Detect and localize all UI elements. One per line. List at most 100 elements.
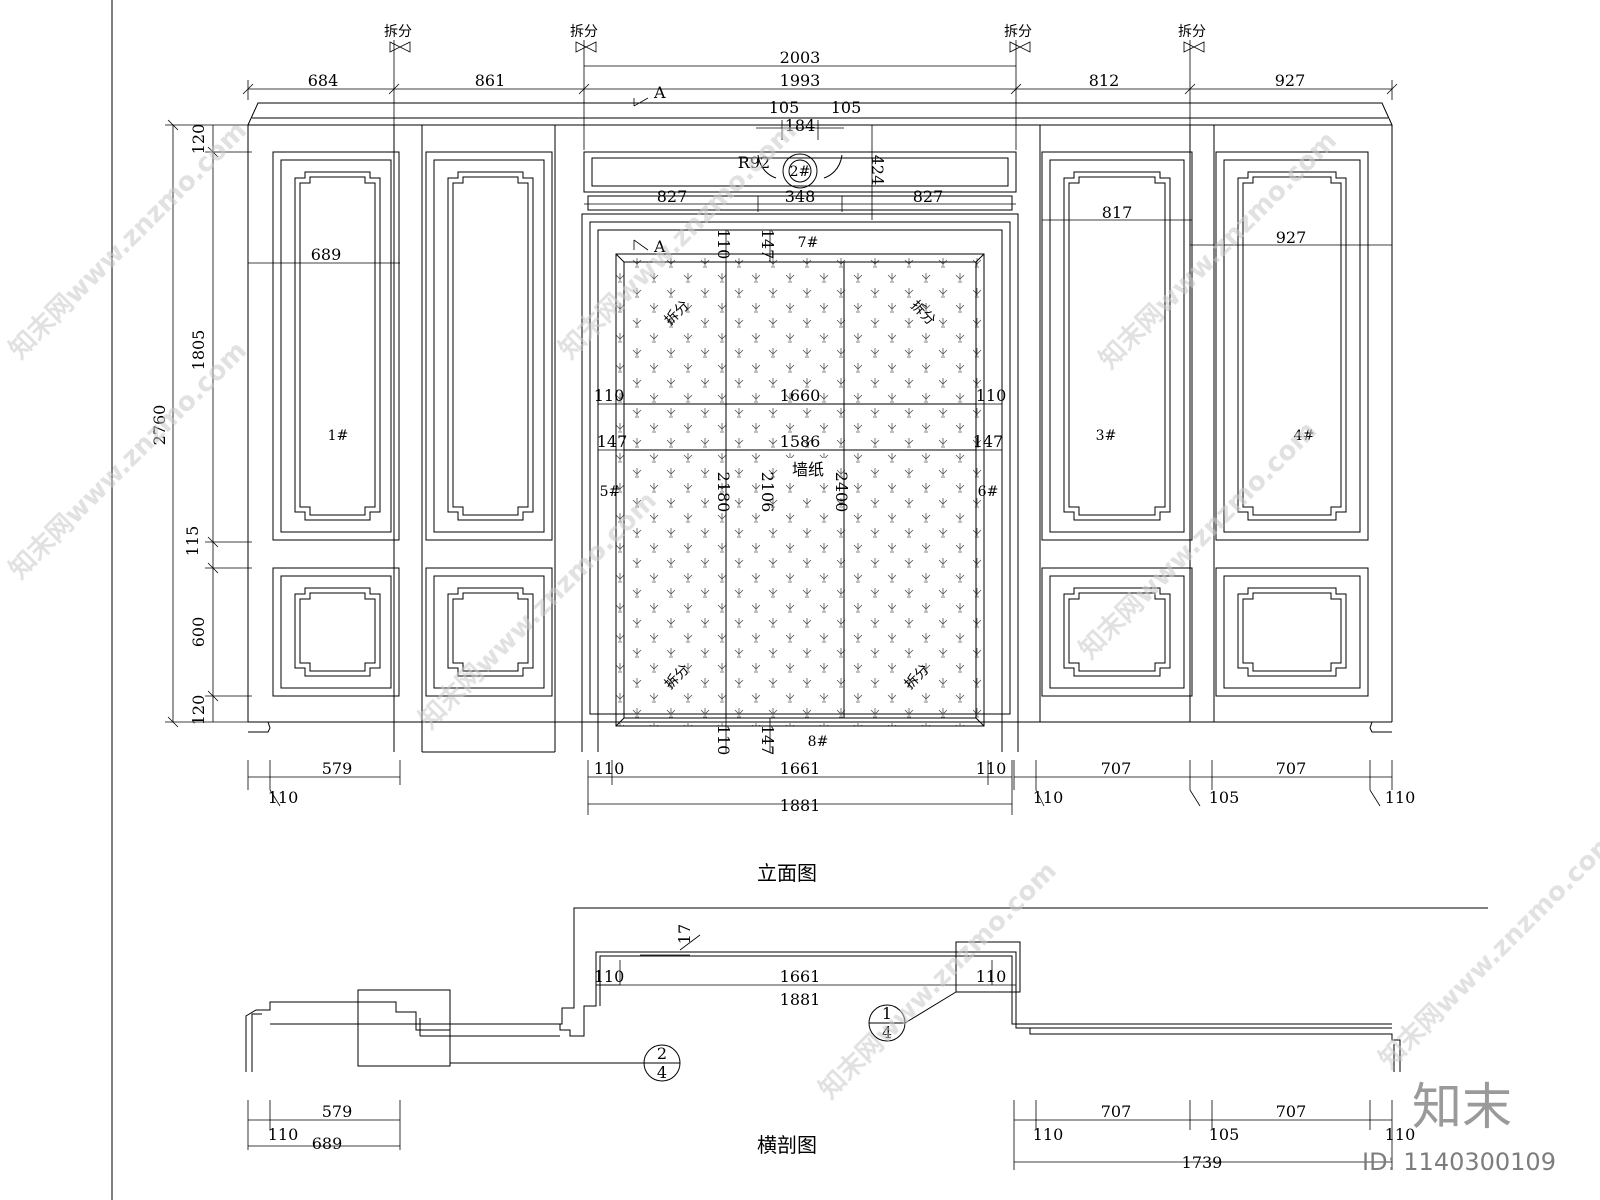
dim-147-left: 147: [597, 432, 628, 451]
dim-1661: 1661: [780, 759, 821, 778]
dim-110-right: 110: [976, 386, 1007, 405]
inner-dimensions: 689 817 927 110 147 110 1660 110 147 158…: [311, 203, 1307, 755]
dim-110-b: 110: [594, 759, 625, 778]
sec-dim-110-c: 110: [268, 1125, 299, 1144]
svg-text:拆分: 拆分: [384, 24, 412, 40]
watermark-5: 知末网www.znzmo.com: [1094, 126, 1343, 375]
dim-1586: 1586: [780, 432, 821, 451]
sec-dim-1739: 1739: [1182, 1153, 1223, 1172]
svg-text:拆分: 拆分: [1178, 24, 1206, 40]
sec-dim-110-e: 110: [1385, 1125, 1416, 1144]
dim-110-d: 110: [1033, 788, 1064, 807]
dim-684: 684: [308, 71, 339, 90]
dim-110-left: 110: [594, 386, 625, 405]
dim-817: 817: [1102, 203, 1133, 222]
dim-812: 812: [1089, 71, 1120, 90]
section-dimension-lines: [247, 934, 1393, 1170]
sec-dim-1881: 1881: [780, 990, 821, 1009]
sec-dim-110-a: 110: [594, 967, 625, 986]
dim-827-right: 827: [913, 187, 944, 206]
dim-1660: 1660: [780, 386, 821, 405]
dim-110-a: 110: [268, 788, 299, 807]
watermark-2: 知末网www.znzmo.com: [4, 336, 253, 585]
dim-147-bottom: 147: [758, 725, 777, 756]
dim-1881: 1881: [780, 796, 821, 815]
dim-861: 861: [475, 71, 506, 90]
dim-827-left: 827: [657, 187, 688, 206]
watermark-8: 知末网www.znzmo.com: [1374, 826, 1600, 1075]
section-mark-a-top: A: [653, 83, 666, 102]
dim-1805: 1805: [189, 330, 208, 371]
dim-348: 348: [785, 187, 816, 206]
dim-2180: 2180: [714, 472, 733, 513]
dim-2760: 2760: [150, 405, 169, 446]
dim-600: 600: [189, 617, 208, 648]
section-dimensions: 17 110 1661 110 1881 1 4 2 4 579 110 689…: [268, 924, 1416, 1172]
callout-2-bottom: 4: [657, 1063, 667, 1082]
sec-dim-110-b: 110: [976, 967, 1007, 986]
split-marker-3: 拆分: [1004, 24, 1032, 53]
sec-dim-105: 105: [1209, 1125, 1240, 1144]
dim-927: 927: [1275, 71, 1306, 90]
panel-6-label: 6#: [978, 484, 999, 500]
sec-dim-707-a: 707: [1101, 1102, 1132, 1121]
dim-689: 689: [311, 245, 342, 264]
dim-2003: 2003: [780, 48, 821, 67]
bottom-dimensions: 579 110 110 1661 110 1881 110 707 105 70…: [268, 759, 1416, 815]
split-marker-1: 拆分: [384, 24, 412, 53]
panel-4-label: 4#: [1294, 428, 1315, 444]
dim-2106: 2106: [758, 472, 777, 513]
wallpaper-label: 墙纸: [792, 460, 824, 479]
panel-3-label: 3#: [1096, 428, 1117, 444]
watermark-1: 知末网www.znzmo.com: [4, 116, 253, 365]
panel-8-label: 8#: [808, 734, 829, 750]
dim-110-c: 110: [976, 759, 1007, 778]
dim-110-top: 110: [714, 229, 733, 260]
dim-105-right: 105: [831, 98, 862, 117]
dim-707-b: 707: [1276, 759, 1307, 778]
sec-dim-1661: 1661: [780, 967, 821, 986]
elevation-dimension-lines: [165, 40, 1398, 815]
section-mark-a-bottom: A: [653, 237, 666, 256]
dim-424: 424: [868, 155, 887, 186]
dim-105-left: 105: [769, 98, 800, 117]
split-marker-2: 拆分: [570, 24, 598, 53]
sec-dim-17: 17: [675, 924, 694, 944]
dim-2400: 2400: [832, 472, 851, 513]
dim-147-right: 147: [973, 432, 1004, 451]
svg-text:拆分: 拆分: [570, 24, 598, 40]
ref-2: 2#: [790, 164, 811, 180]
dim-579: 579: [322, 759, 353, 778]
dim-184: 184: [785, 116, 816, 135]
section-title: 横剖图: [757, 1133, 817, 1157]
id-label: ID: 1140300109: [1362, 1148, 1556, 1176]
dim-105: 105: [1209, 788, 1240, 807]
dim-120-bottom: 120: [189, 695, 208, 726]
callout-1-bottom: 4: [882, 1023, 892, 1042]
section-geometry: [245, 907, 1488, 1082]
watermark-7: 知末网www.znzmo.com: [814, 856, 1063, 1105]
panel-1-label: 1#: [328, 428, 349, 444]
dim-1993: 1993: [780, 71, 821, 90]
elevation-geometry: [247, 102, 1393, 753]
dim-r92: R92: [738, 153, 770, 172]
sec-dim-689: 689: [312, 1134, 343, 1153]
sec-dim-707-b: 707: [1276, 1102, 1307, 1121]
dim-927-right: 927: [1276, 228, 1307, 247]
sec-dim-110-d: 110: [1033, 1125, 1064, 1144]
dim-120-top: 120: [189, 124, 208, 155]
dim-707-a: 707: [1101, 759, 1132, 778]
top-dimensions: 2003 1993 684 861 812 927 A 105 105 184 …: [308, 48, 1306, 256]
panel-5-label: 5#: [600, 484, 621, 500]
callout-1-top: 1: [882, 1004, 892, 1023]
dim-110-e: 110: [1385, 788, 1416, 807]
brand-logo: 知末: [1412, 1078, 1512, 1136]
dim-147-top: 147: [758, 229, 777, 260]
sec-dim-579: 579: [322, 1102, 353, 1121]
elevation-title: 立面图: [757, 861, 817, 885]
dim-110-bottom: 110: [714, 725, 733, 756]
split-marker-4: 拆分: [1178, 24, 1206, 53]
svg-text:拆分: 拆分: [1004, 24, 1032, 40]
callout-2-top: 2: [657, 1044, 667, 1063]
